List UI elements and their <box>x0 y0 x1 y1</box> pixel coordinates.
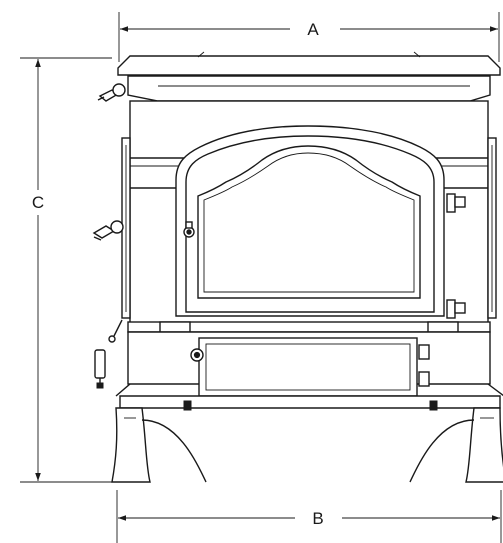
base-plinth <box>119 395 501 409</box>
dimension-label-b: B <box>312 509 323 528</box>
dimension-b: B <box>116 490 502 543</box>
leg-right <box>465 407 503 483</box>
ash-tool-icon <box>94 349 106 389</box>
door-window <box>197 145 421 299</box>
hinge-upper <box>446 193 456 213</box>
upper-collar <box>127 75 491 102</box>
dimension-label-a: A <box>307 20 319 39</box>
leg-left <box>111 407 151 483</box>
air-control-upper-icon[interactable] <box>97 83 126 102</box>
air-control-lower-icon[interactable] <box>108 319 123 343</box>
dimension-a: A <box>118 12 500 62</box>
hinge-lower <box>446 299 456 319</box>
dimension-label-c: C <box>32 193 44 212</box>
stove <box>92 51 503 483</box>
air-control-middle-icon[interactable] <box>92 220 124 241</box>
ash-door <box>198 337 418 397</box>
top-plate <box>117 55 501 76</box>
dimension-c: C <box>20 57 112 483</box>
